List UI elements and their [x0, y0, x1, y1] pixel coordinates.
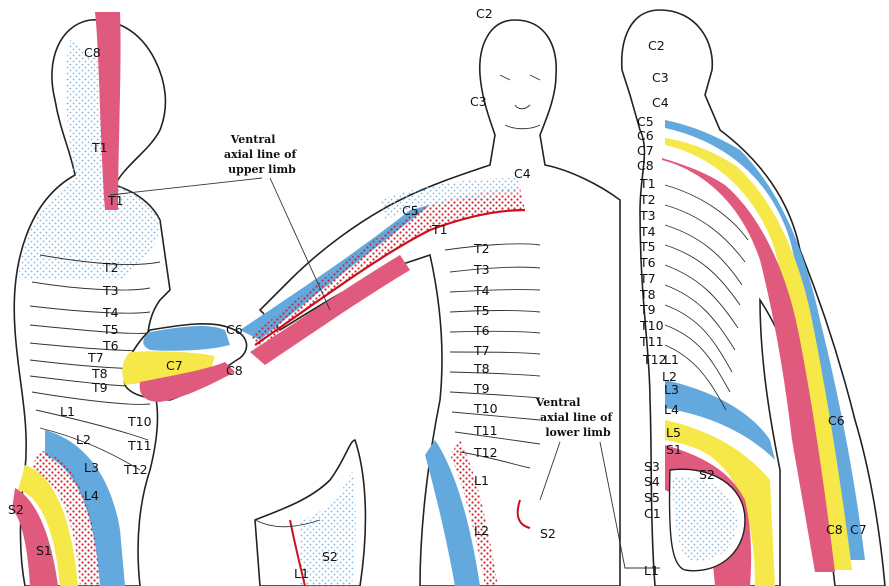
figure3-label-t6: T6: [639, 255, 656, 270]
figure2-label-t10: T10: [473, 401, 498, 416]
figure2-label-c2: C2: [476, 6, 493, 21]
figure2-label-l1: L1: [294, 566, 309, 581]
figure2-label-t4: T4: [473, 283, 490, 298]
figure3-label-c7: C7: [850, 522, 867, 537]
figure1-label-t7: T7: [87, 350, 104, 365]
figure1-label-t3: T3: [102, 283, 119, 298]
figure3-label-t7: T7: [639, 271, 656, 286]
figure1-label-c7: C7: [166, 358, 183, 373]
figure2-label-t9: T9: [473, 381, 490, 396]
figure3-label-l1: L1: [664, 352, 679, 367]
figure2-label-t7: T7: [473, 343, 490, 358]
figure3-label-c4: C4: [652, 95, 669, 110]
figure1-label-s2: S2: [8, 502, 24, 517]
figure1-label-l1: L1: [60, 404, 75, 419]
figure3-label-c5: C5: [637, 114, 654, 129]
figure1-label-t9: T9: [91, 380, 108, 395]
lower-limb-caption-line1: Ventral: [535, 396, 581, 409]
figure3-label-t4: T4: [639, 224, 656, 239]
figure3-label-c1: C1: [644, 506, 661, 521]
figure3-label-c6: C6: [828, 413, 845, 428]
upper-limb-caption: Ventral axial line of upper limb: [224, 133, 300, 176]
figure1-label-s1: S1: [36, 543, 52, 558]
figure3-label-s3: S3: [644, 459, 660, 474]
lower-limb-caption-line2: axial line of: [540, 411, 614, 424]
figure3-label-l5: L5: [666, 425, 681, 440]
figure3-label-t8: T8: [639, 287, 656, 302]
figure3-label-s2: S2: [699, 467, 715, 482]
lower-limb-caption-line3: lower limb: [545, 426, 611, 439]
figure1-label-t6: T6: [102, 338, 119, 353]
figure2-label-t5: T5: [473, 303, 490, 318]
figure3-label-t10: T10: [639, 318, 664, 333]
figure3-label-s4: S4: [644, 474, 660, 489]
figure2-label-l2: L2: [474, 523, 489, 538]
figure3-label-s1: S1: [666, 442, 682, 457]
figure-lateral: [12, 12, 247, 586]
figure1-label-t4: T4: [102, 305, 119, 320]
figure1-label-c6: C6: [226, 322, 243, 337]
figure3-label-s5: S5: [644, 490, 660, 505]
figure3-label-t9: T9: [639, 302, 656, 317]
figure-pelvis: [255, 440, 365, 586]
upper-limb-caption-line3: upper limb: [228, 163, 296, 176]
figure2-label-t1: T1: [431, 222, 448, 237]
figure2-label-s2: S2: [322, 549, 338, 564]
figure3-label-c2: C2: [648, 38, 665, 53]
figure1-label-t12: T12: [123, 462, 148, 477]
figure2-label-c4: C4: [514, 166, 531, 181]
figure1-label-c8: C8: [226, 363, 243, 378]
figure1-label-t1: T1: [107, 193, 124, 208]
figure3-label-c8: C8: [637, 158, 654, 173]
figure1-label-t1: T1: [91, 140, 108, 155]
figure3-label-c3: C3: [652, 70, 669, 85]
figure-anterior: [240, 20, 620, 586]
figure1-label-l3: L3: [84, 460, 99, 475]
figure3-label-l1: L1: [644, 563, 659, 578]
figure1-label-l4: L4: [84, 488, 99, 503]
figure1-label-t10: T10: [127, 414, 152, 429]
figure3-label-l3: L3: [664, 382, 679, 397]
figure1-label-l2: L2: [76, 432, 91, 447]
figure3-label-l4: L4: [664, 402, 679, 417]
figure1-label-c8: C8: [84, 45, 101, 60]
figure1-label-t8: T8: [91, 366, 108, 381]
figure3-label-t1: T1: [639, 176, 656, 191]
figure3-label-t11: T11: [639, 334, 664, 349]
figure3-label-t3: T3: [639, 208, 656, 223]
figure1-label-t5: T5: [102, 322, 119, 337]
figure2-label-s2: S2: [540, 526, 556, 541]
figure2-label-l1: L1: [474, 473, 489, 488]
figure1-label-t11: T11: [127, 438, 152, 453]
figure3-label-c8: C8: [826, 522, 843, 537]
figure3-label-t2: T2: [639, 192, 656, 207]
figure3-label-c7: C7: [637, 143, 654, 158]
figure2-label-t11: T11: [473, 423, 498, 438]
figure3-label-t12: T12: [642, 352, 667, 367]
figure3-label-t5: T5: [639, 239, 656, 254]
figure3-label-c6: C6: [637, 128, 654, 143]
figure1-label-t2: T2: [102, 260, 119, 275]
figure2-label-t3: T3: [473, 262, 490, 277]
upper-limb-caption-line1: Ventral: [230, 133, 276, 146]
upper-limb-caption-line2: axial line of: [224, 148, 298, 161]
figure2-label-t8: T8: [473, 361, 490, 376]
figure2-label-c5: C5: [402, 203, 419, 218]
figure2-label-t6: T6: [473, 323, 490, 338]
figure2-label-t2: T2: [473, 241, 490, 256]
figure2-label-c3: C3: [470, 94, 487, 109]
figure2-label-t12: T12: [473, 445, 498, 460]
